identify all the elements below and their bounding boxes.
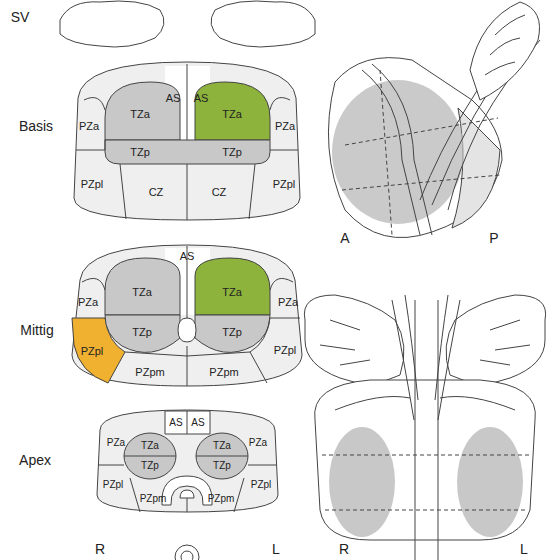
mid-section-part (195, 258, 270, 315)
basis-section-part (84, 98, 290, 110)
zone-label: PZpl (81, 179, 104, 190)
basis-section-part (195, 82, 270, 140)
zone-label: TZp (141, 461, 159, 471)
seminal-vesicles-part (60, 1, 164, 47)
section-title: SV (11, 10, 30, 24)
zone-label: TZp (222, 147, 242, 158)
coronal-view-part (315, 380, 536, 540)
mid-section (72, 245, 302, 386)
mid-section-part (105, 315, 180, 352)
zone-label: PZa (78, 297, 98, 308)
section-title: Apex (19, 453, 51, 467)
section-title: Basis (19, 119, 53, 133)
zone-label: TZa (222, 109, 242, 120)
apex-section-part (162, 476, 212, 505)
side-letter: P (489, 231, 498, 245)
zone-label: CZ (149, 187, 164, 198)
sagittal-view (328, 2, 540, 238)
coronal-view-part (320, 320, 530, 365)
sagittal-view-part (470, 2, 540, 100)
sagittal-view-part (362, 64, 432, 235)
zone-label: AS (166, 93, 181, 104)
zone-label: PZa (275, 121, 295, 132)
zone-label: PZa (107, 438, 125, 448)
side-letter: R (339, 542, 349, 556)
zone-label: PZpl (81, 346, 104, 357)
mid-section-part (82, 278, 293, 290)
sagittal-view-part (332, 80, 464, 224)
zone-label: PZa (79, 121, 99, 132)
basis-section-part (76, 64, 298, 220)
basis-section-part (74, 62, 300, 220)
side-letter: L (520, 542, 528, 556)
coronal-view (304, 295, 545, 560)
zone-label: PZpl (251, 480, 272, 490)
coronal-view-part (322, 455, 530, 510)
coronal-view-part (304, 295, 404, 383)
zone-label: PZa (249, 438, 267, 448)
zone-label: AS (180, 251, 195, 262)
zone-label: PZpl (103, 480, 124, 490)
urethra-symbol-part (175, 545, 199, 560)
mid-section-part (72, 245, 302, 386)
zone-label: TZp (132, 327, 152, 338)
side-letter: R (95, 542, 105, 556)
apex-section (97, 410, 278, 512)
zone-label: PZpl (273, 179, 296, 190)
zone-label: PZa (278, 297, 298, 308)
apex-section-part (97, 410, 278, 512)
zone-label: TZp (213, 461, 231, 471)
section-title: Mittig (20, 323, 53, 337)
zone-label: CZ (212, 187, 227, 198)
zone-label: TZp (130, 147, 150, 158)
zone-label: AS (169, 418, 182, 428)
apex-section-part (180, 490, 194, 498)
zone-label: TZp (222, 327, 242, 338)
basis-section (74, 62, 300, 220)
mid-section-part (125, 246, 300, 386)
zone-label: PZpl (274, 345, 297, 356)
urethra-symbol (175, 545, 199, 560)
mid-section-part (178, 318, 196, 342)
side-letter: L (272, 542, 280, 556)
zone-label: AS (191, 418, 204, 428)
urethra-symbol-part (181, 551, 193, 560)
zone-label: TZa (141, 441, 159, 451)
zone-label: TZa (222, 287, 242, 298)
zone-label: PZpm (135, 367, 164, 378)
zone-label: TZa (132, 287, 152, 298)
seminal-vesicles (60, 1, 315, 47)
seminal-vesicles-part (211, 1, 315, 47)
zone-label: PZpm (209, 367, 238, 378)
coronal-view-part (457, 427, 523, 537)
coronal-view-part (446, 295, 546, 383)
basis-section-part (105, 82, 180, 140)
coronal-view-part (329, 427, 395, 537)
zone-label: PZpm (208, 494, 235, 504)
mid-section-part (105, 258, 180, 315)
basis-section-part (105, 140, 270, 164)
sagittal-view-part (485, 15, 525, 75)
mid-section-part (195, 315, 270, 352)
side-letter: A (340, 231, 349, 245)
coronal-view-part (335, 397, 515, 411)
sagittal-view-part (342, 70, 500, 235)
coronal-view-part (392, 295, 460, 560)
zone-label: TZa (130, 109, 150, 120)
zone-label: AS (194, 93, 209, 104)
zone-label: PZpm (140, 494, 167, 504)
apex-section-part (98, 411, 276, 512)
zone-label: TZa (213, 441, 231, 451)
